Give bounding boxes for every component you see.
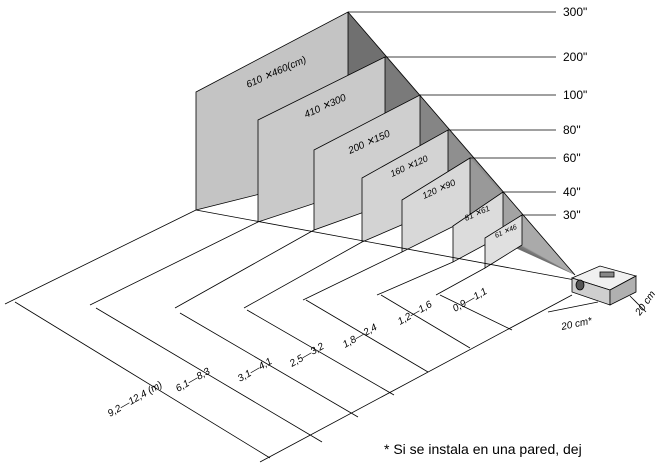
- distance-label-100: 3,1—4,1: [236, 356, 274, 384]
- clearance-dimension-lines: [547, 295, 647, 313]
- size-label-100: 100": [563, 88, 587, 102]
- clearance-side-label: 20 cm: [633, 289, 658, 318]
- size-label-300: 300": [563, 5, 587, 19]
- distance-dimension-lines: [4, 209, 573, 463]
- screen-front-faces: [195, 11, 523, 269]
- distance-label-300: 9,2—12,4 (m): [106, 380, 164, 420]
- projector-icon: [570, 265, 638, 306]
- distance-label-80: 2,5—3,2: [287, 341, 326, 370]
- size-label-40: 40": [563, 185, 581, 199]
- installation-note: * Si se instala en una pared, dej: [384, 441, 582, 457]
- projection-rays: [195, 11, 576, 281]
- screen-30-front: [484, 214, 523, 269]
- size-label-60: 60": [563, 151, 581, 165]
- distance-label-60: 1,8—2,4: [341, 322, 380, 351]
- clearance-front-label: 20 cm*: [559, 315, 594, 333]
- size-label-200: 200": [563, 50, 587, 64]
- size-label-80: 80": [563, 123, 581, 137]
- size-label-30: 30": [563, 208, 581, 222]
- leader-lines: [348, 11, 556, 216]
- distance-label-30: 0,9—1,1: [451, 286, 489, 314]
- distance-label-200: 6,1—8,3: [174, 366, 213, 395]
